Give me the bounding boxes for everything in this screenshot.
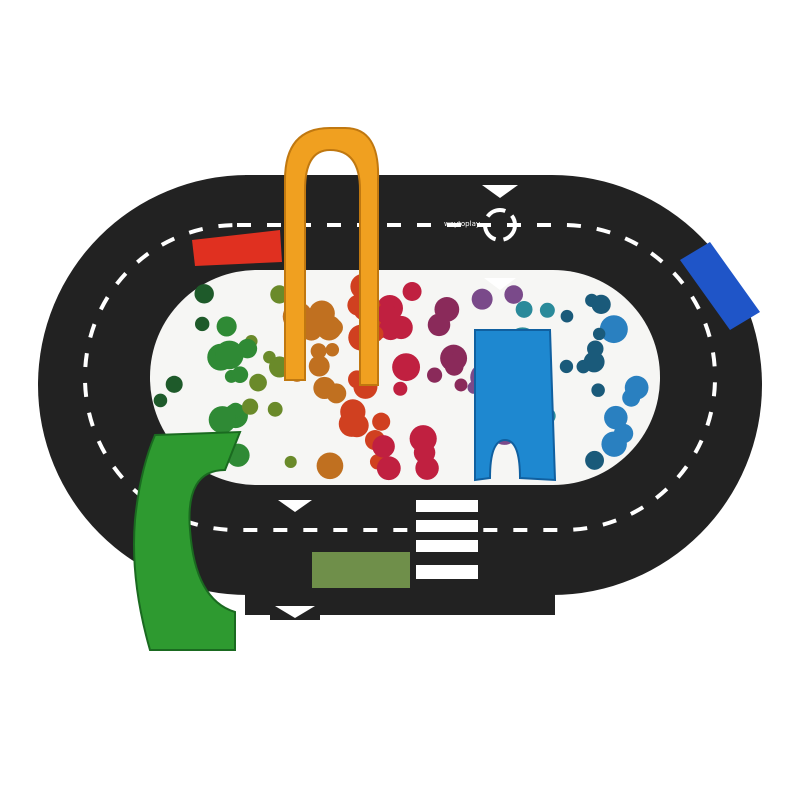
arrow-icons xyxy=(275,185,518,618)
wooden-sphere xyxy=(300,319,323,341)
lane-dashes xyxy=(83,223,717,532)
wooden-sphere xyxy=(308,355,330,377)
roundabout-icon xyxy=(483,208,517,242)
wooden-sphere xyxy=(231,366,249,383)
wooden-sphere xyxy=(393,381,408,396)
wooden-sphere xyxy=(325,343,340,357)
olive-car xyxy=(312,552,410,588)
wooden-sphere xyxy=(559,359,574,374)
wooden-sphere xyxy=(242,398,259,415)
wooden-sphere xyxy=(539,302,555,318)
wooden-sphere xyxy=(587,340,604,357)
wooden-sphere xyxy=(313,376,336,400)
wooden-sphere xyxy=(153,393,168,408)
wooden-sphere xyxy=(392,353,421,382)
wooden-sphere xyxy=(215,340,244,370)
wooden-sphere xyxy=(592,327,606,341)
wooden-sphere xyxy=(263,350,276,364)
blue-car xyxy=(680,242,760,330)
wooden-sphere xyxy=(208,406,237,434)
wooden-sphere xyxy=(515,300,533,318)
wooden-sphere xyxy=(599,315,628,344)
wooden-sphere xyxy=(376,456,401,481)
wooden-sphere xyxy=(372,435,395,458)
crosswalk xyxy=(416,500,478,579)
wooden-sphere xyxy=(316,452,344,480)
orange-arch xyxy=(284,127,380,386)
red-car xyxy=(192,230,282,266)
wooden-sphere xyxy=(613,423,634,444)
wooden-sphere xyxy=(504,285,524,304)
wooden-sphere xyxy=(194,316,210,332)
wooden-sphere xyxy=(415,456,439,480)
wooden-sphere xyxy=(560,309,574,323)
wooden-sphere xyxy=(591,383,605,397)
wooden-sphere xyxy=(372,412,391,431)
wooden-sphere xyxy=(284,455,297,469)
wooden-sphere xyxy=(249,373,267,392)
green-arch xyxy=(133,430,242,651)
wooden-sphere xyxy=(427,313,451,337)
wooden-sphere xyxy=(471,288,493,310)
wooden-sphere xyxy=(454,378,468,392)
wooden-sphere xyxy=(338,410,365,437)
wooden-sphere xyxy=(576,359,591,374)
wooden-sphere xyxy=(604,405,628,430)
wooden-sphere xyxy=(267,401,283,417)
wooden-sphere xyxy=(585,450,605,470)
wooden-sphere xyxy=(216,316,237,337)
wooden-sphere xyxy=(194,284,214,304)
track-top-extension xyxy=(245,175,550,185)
brand-logo: waytoplay xyxy=(444,220,480,228)
wooden-sphere xyxy=(376,303,398,325)
wooden-sphere xyxy=(427,367,443,383)
wooden-sphere xyxy=(310,343,327,360)
wooden-sphere xyxy=(316,315,342,341)
blue-arch xyxy=(474,329,557,482)
wooden-sphere xyxy=(389,315,413,340)
wooden-sphere xyxy=(591,294,611,315)
wooden-sphere xyxy=(165,375,183,393)
wooden-sphere xyxy=(452,349,466,363)
wooden-sphere xyxy=(402,282,422,302)
wooden-sphere xyxy=(622,388,641,407)
